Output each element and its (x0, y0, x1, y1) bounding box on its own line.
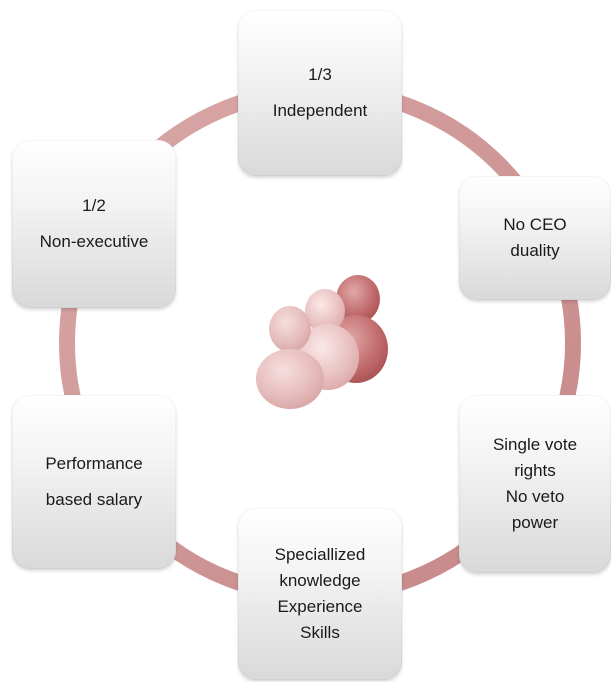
node-single-vote-rights-line-2: rights (514, 461, 556, 480)
node-specialized-knowledge-line-2: knowledge (279, 571, 361, 590)
node-independent: 1/3 Independent (238, 10, 402, 176)
node-no-ceo-duality: No CEO duality (459, 176, 611, 300)
node-independent-line-1: 1/3 (308, 65, 332, 84)
node-specialized-knowledge-line-4: Skills (300, 623, 340, 642)
node-non-executive-line-1: 1/2 (82, 196, 106, 215)
node-non-executive-line-2: Non-executive (39, 232, 149, 251)
node-specialized-knowledge-line-1: Speciallized (274, 545, 366, 564)
node-performance-salary-line-1: Performance (45, 454, 143, 473)
node-specialized-knowledge-line-3: Experience (277, 597, 363, 616)
person-front (256, 306, 324, 409)
node-no-ceo-duality-line-1: No CEO (503, 215, 567, 234)
node-no-ceo-duality-line-2: duality (510, 241, 560, 260)
node-non-executive: 1/2 Non-executive (12, 140, 176, 308)
node-performance-salary: Performance based salary (12, 395, 176, 569)
node-single-vote-rights-line-3: No veto (505, 487, 565, 506)
node-single-vote-rights-line-1: Single vote (492, 435, 578, 454)
node-single-vote-rights: Single vote rights No veto power (459, 395, 611, 573)
node-specialized-knowledge: Speciallized knowledge Experience Skills (238, 508, 402, 680)
node-single-vote-rights-line-4: power (511, 513, 559, 532)
people-group-icon (256, 275, 388, 409)
node-performance-salary-line-2: based salary (45, 490, 143, 509)
node-independent-line-2: Independent (272, 101, 368, 120)
